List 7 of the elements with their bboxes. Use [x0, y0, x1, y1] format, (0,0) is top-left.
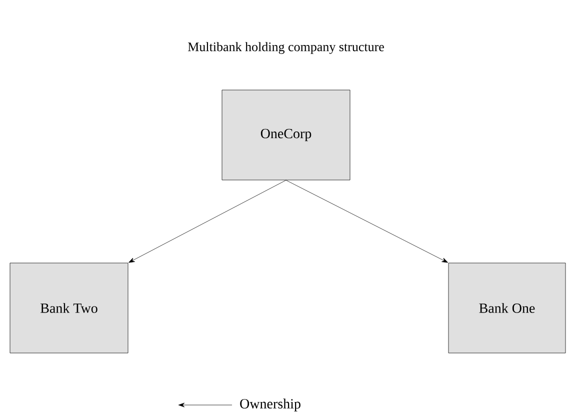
entity-box: OneCorp — [222, 90, 350, 180]
arrow — [128, 180, 286, 263]
entity-box: Bank Two — [10, 262, 128, 354]
arrow — [286, 180, 448, 263]
entity-box: Bank One — [448, 262, 566, 354]
title: Multibank holding company structure — [188, 42, 384, 54]
legend-label: Ownership — [240, 398, 300, 412]
